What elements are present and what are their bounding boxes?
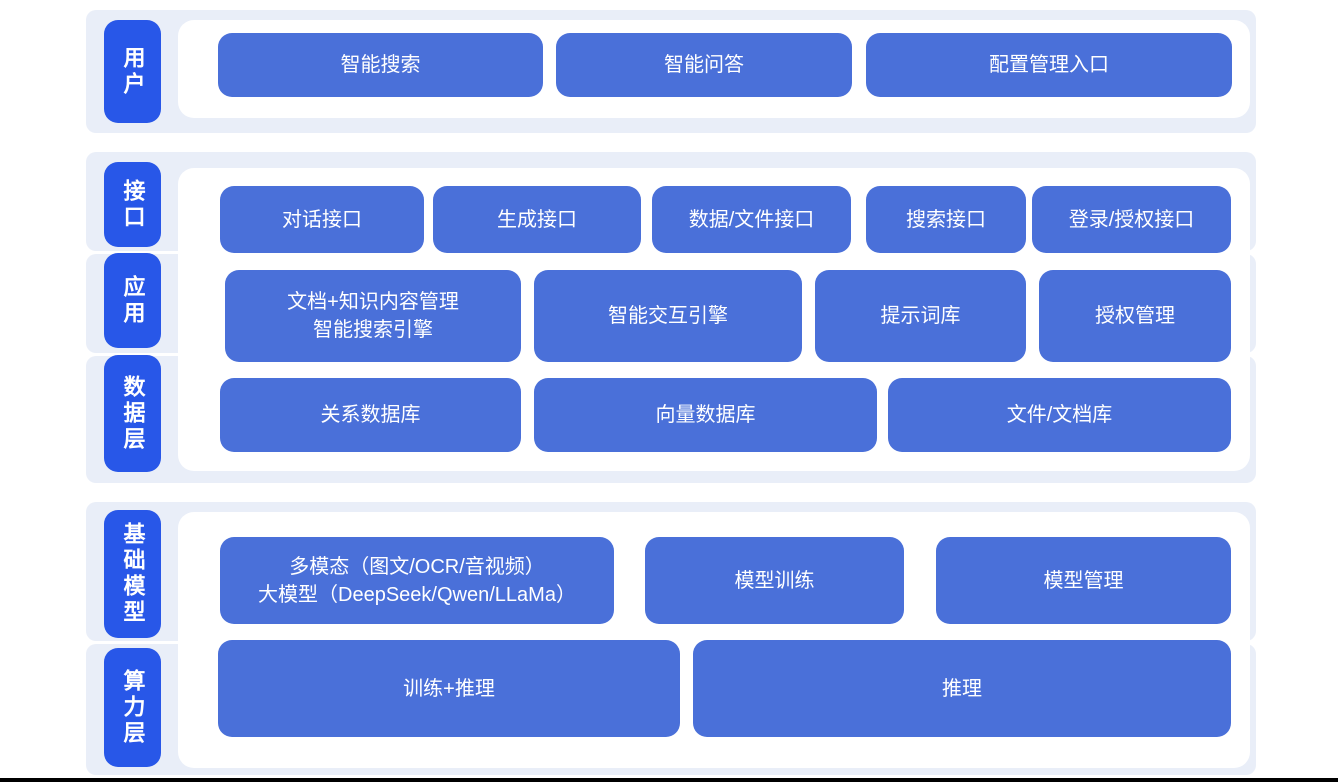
block-data-file-api: 数据/文件接口	[652, 186, 851, 253]
block-inference: 推理	[693, 640, 1231, 737]
layer-label-user: 用户	[104, 20, 161, 123]
block-model-management: 模型管理	[936, 537, 1231, 624]
block-multimodal-llm: 多模态（图文/OCR/音视频） 大模型（DeepSeek/Qwen/LLaMa）	[220, 537, 614, 624]
block-smart-qa: 智能问答	[556, 33, 852, 97]
block-generation-api: 生成接口	[433, 186, 641, 253]
block-auth-management: 授权管理	[1039, 270, 1231, 362]
layer-label-data: 数据层	[104, 355, 161, 472]
block-relational-db: 关系数据库	[220, 378, 521, 452]
block-model-training: 模型训练	[645, 537, 904, 624]
block-search-api: 搜索接口	[866, 186, 1026, 253]
block-config-management-entry: 配置管理入口	[866, 33, 1232, 97]
block-prompt-library: 提示词库	[815, 270, 1026, 362]
block-doc-knowledge-search-engine: 文档+知识内容管理 智能搜索引擎	[225, 270, 521, 362]
block-login-auth-api: 登录/授权接口	[1032, 186, 1231, 253]
layer-label-interface: 接口	[104, 162, 161, 247]
layer-label-foundation-model: 基础模型	[104, 510, 161, 638]
layer-label-compute: 算力层	[104, 648, 161, 767]
block-smart-search: 智能搜索	[218, 33, 543, 97]
block-training-inference: 训练+推理	[218, 640, 680, 737]
bottom-divider	[0, 778, 1338, 782]
layer-label-application: 应用	[104, 253, 161, 348]
block-smart-interaction-engine: 智能交互引擎	[534, 270, 802, 362]
block-dialog-api: 对话接口	[220, 186, 424, 253]
block-vector-db: 向量数据库	[534, 378, 877, 452]
block-file-doc-store: 文件/文档库	[888, 378, 1231, 452]
